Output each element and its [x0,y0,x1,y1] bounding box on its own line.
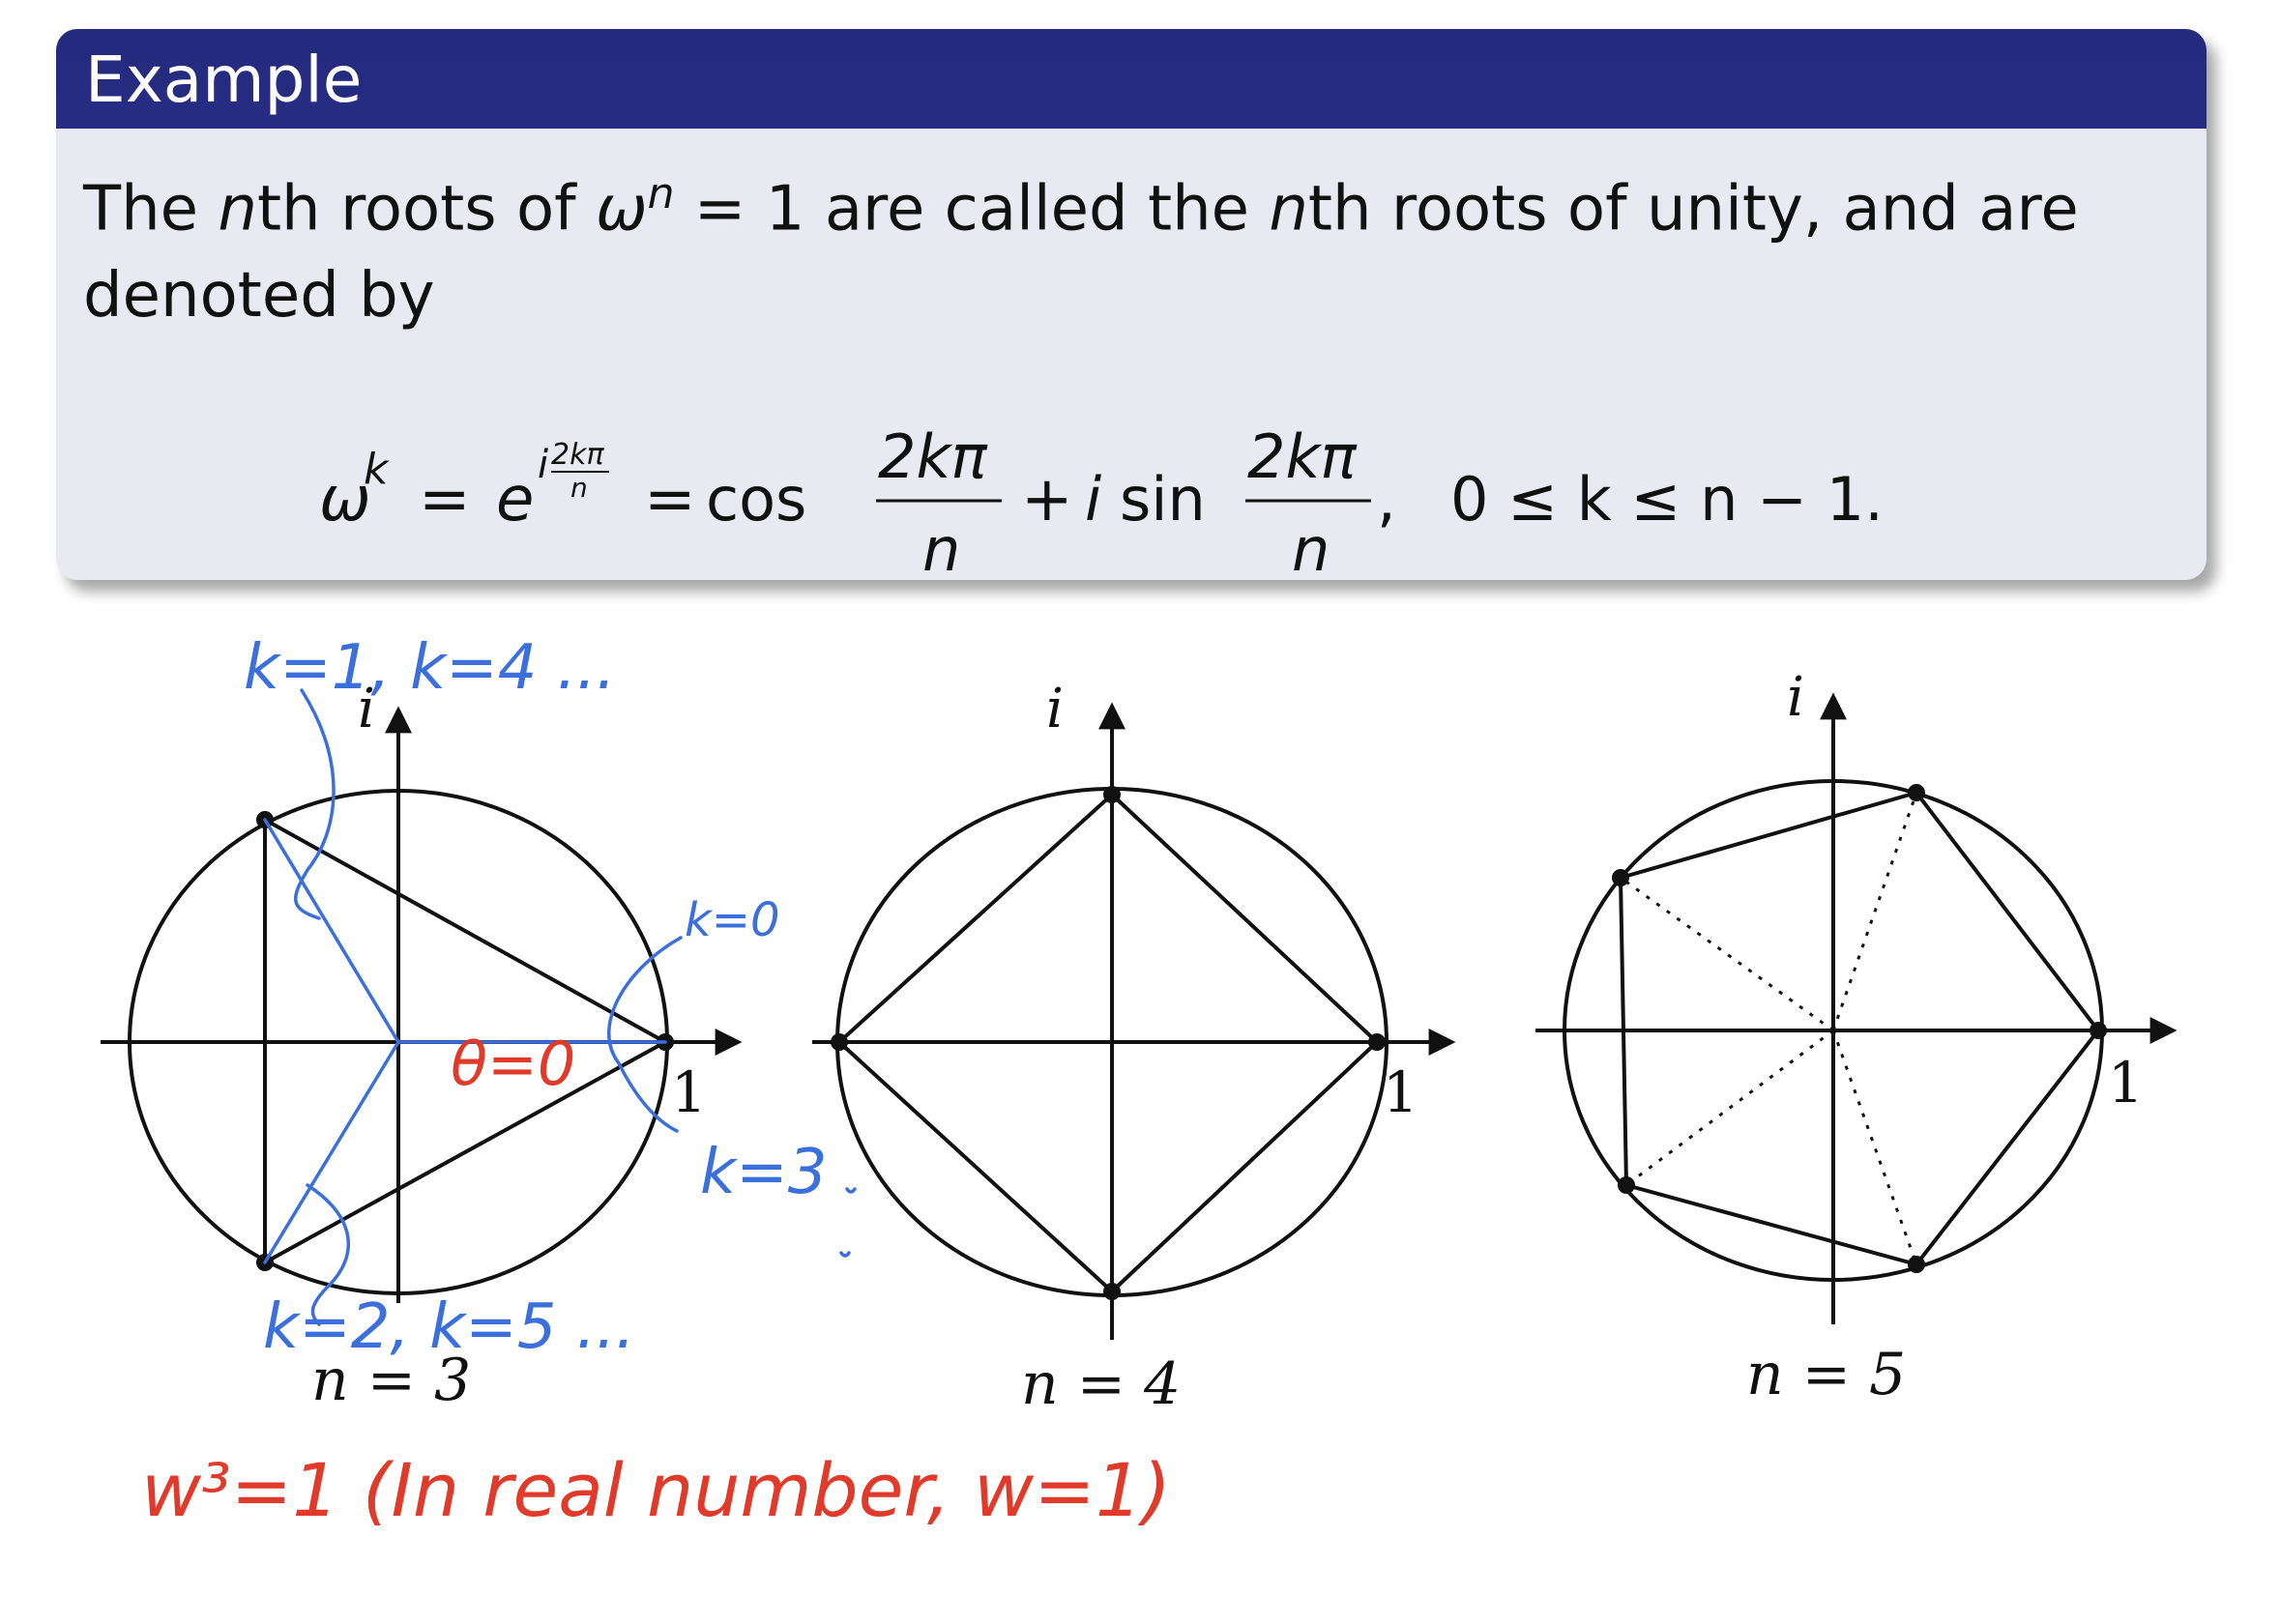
root-point [1908,784,1925,801]
caption-n5: n = 5 [1746,1341,1906,1408]
root-point [1908,1256,1925,1273]
blue-bracket-right [607,936,683,1133]
block-title: Example [85,43,363,117]
roots-formula: ω k = e i 2kπ n = cos 2kπ n + i sin 2kπ … [319,421,1884,580]
diagram-n4 [812,702,1456,1340]
root-point [1618,1176,1635,1194]
real-label: 1 [2108,1050,2144,1116]
block-title-bar: Example [56,29,2207,129]
annotation-theta: θ=0 [451,1029,575,1099]
example-block: Example The nth roots of ωn = 1 are call… [56,29,2207,580]
annotation-bottom: k=2, k=5 ... [263,1291,635,1363]
diagram-n3 [101,706,743,1303]
blue-ink-annotations [263,688,857,1326]
blue-bracket-top [293,688,336,920]
text-line-1: The nth roots of ωn = 1 are called the n… [83,147,2191,252]
block-text: The nth roots of ωn = 1 are called the n… [83,147,2191,339]
formula-k: k [364,445,390,494]
root-point [1368,1033,1386,1051]
triangle [263,816,670,1266]
imag-label: i [1046,678,1064,740]
blue-bracket-bottom [306,1183,350,1326]
formula-plus: + [1021,464,1073,536]
blue-dots [839,1187,857,1258]
annotation-top: k=1, k=4 ... [244,632,616,704]
formula-frac2-den: n [1292,514,1330,580]
formula-range: 0 ≤ k ≤ n − 1. [1450,464,1884,535]
annotation-k3: k=3 [700,1137,827,1208]
pentagon [1618,790,2101,1267]
var-n: n [1269,173,1308,246]
formula-frac1-num: 2kπ [878,421,988,492]
text-run: th roots of unity, and are [1307,173,2079,246]
formula-exp-i: i [538,443,548,487]
formula-cos: cos [706,464,806,535]
var-n-sup: n [647,169,675,218]
formula-exp-den: n [570,472,588,504]
dotted-radii [1620,792,1918,1265]
var-n: n [218,173,257,246]
root-point [1612,869,1629,886]
diagram-n5 [1535,692,2178,1324]
formula-exp-num: 2kπ [551,438,604,472]
imag-label: i [358,678,375,740]
root-point [1103,1283,1121,1300]
annotation-note: w³=1 (In real number, w=1) [141,1447,1171,1533]
caption-n4: n = 4 [1021,1350,1181,1418]
text-run: The [83,173,219,246]
formula-frac1-den: n [922,514,960,580]
formula-e: e [496,464,534,536]
formula-sin: sin [1120,464,1206,535]
formula-comma: , [1377,464,1396,535]
formula-i: i [1085,464,1101,535]
real-label: 1 [1383,1059,1418,1125]
caption-n3: n = 3 [311,1347,471,1414]
text-run: = 1 are called the [674,173,1270,246]
root-point [2090,1022,2107,1039]
text-line-2: denoted by [83,260,435,333]
var-omega: ω [595,173,648,246]
root-point [831,1033,848,1051]
real-label: 1 [671,1059,707,1125]
formula-omega: ω [319,464,371,536]
formula-eq1: = [419,464,471,536]
annotation-k0: k=0 [685,893,780,947]
root-point [1103,786,1121,803]
imag-label: i [1787,666,1804,729]
formula-eq2: = [644,464,696,536]
text-run: th roots of [256,173,596,246]
formula-frac2-num: 2kπ [1247,421,1358,492]
